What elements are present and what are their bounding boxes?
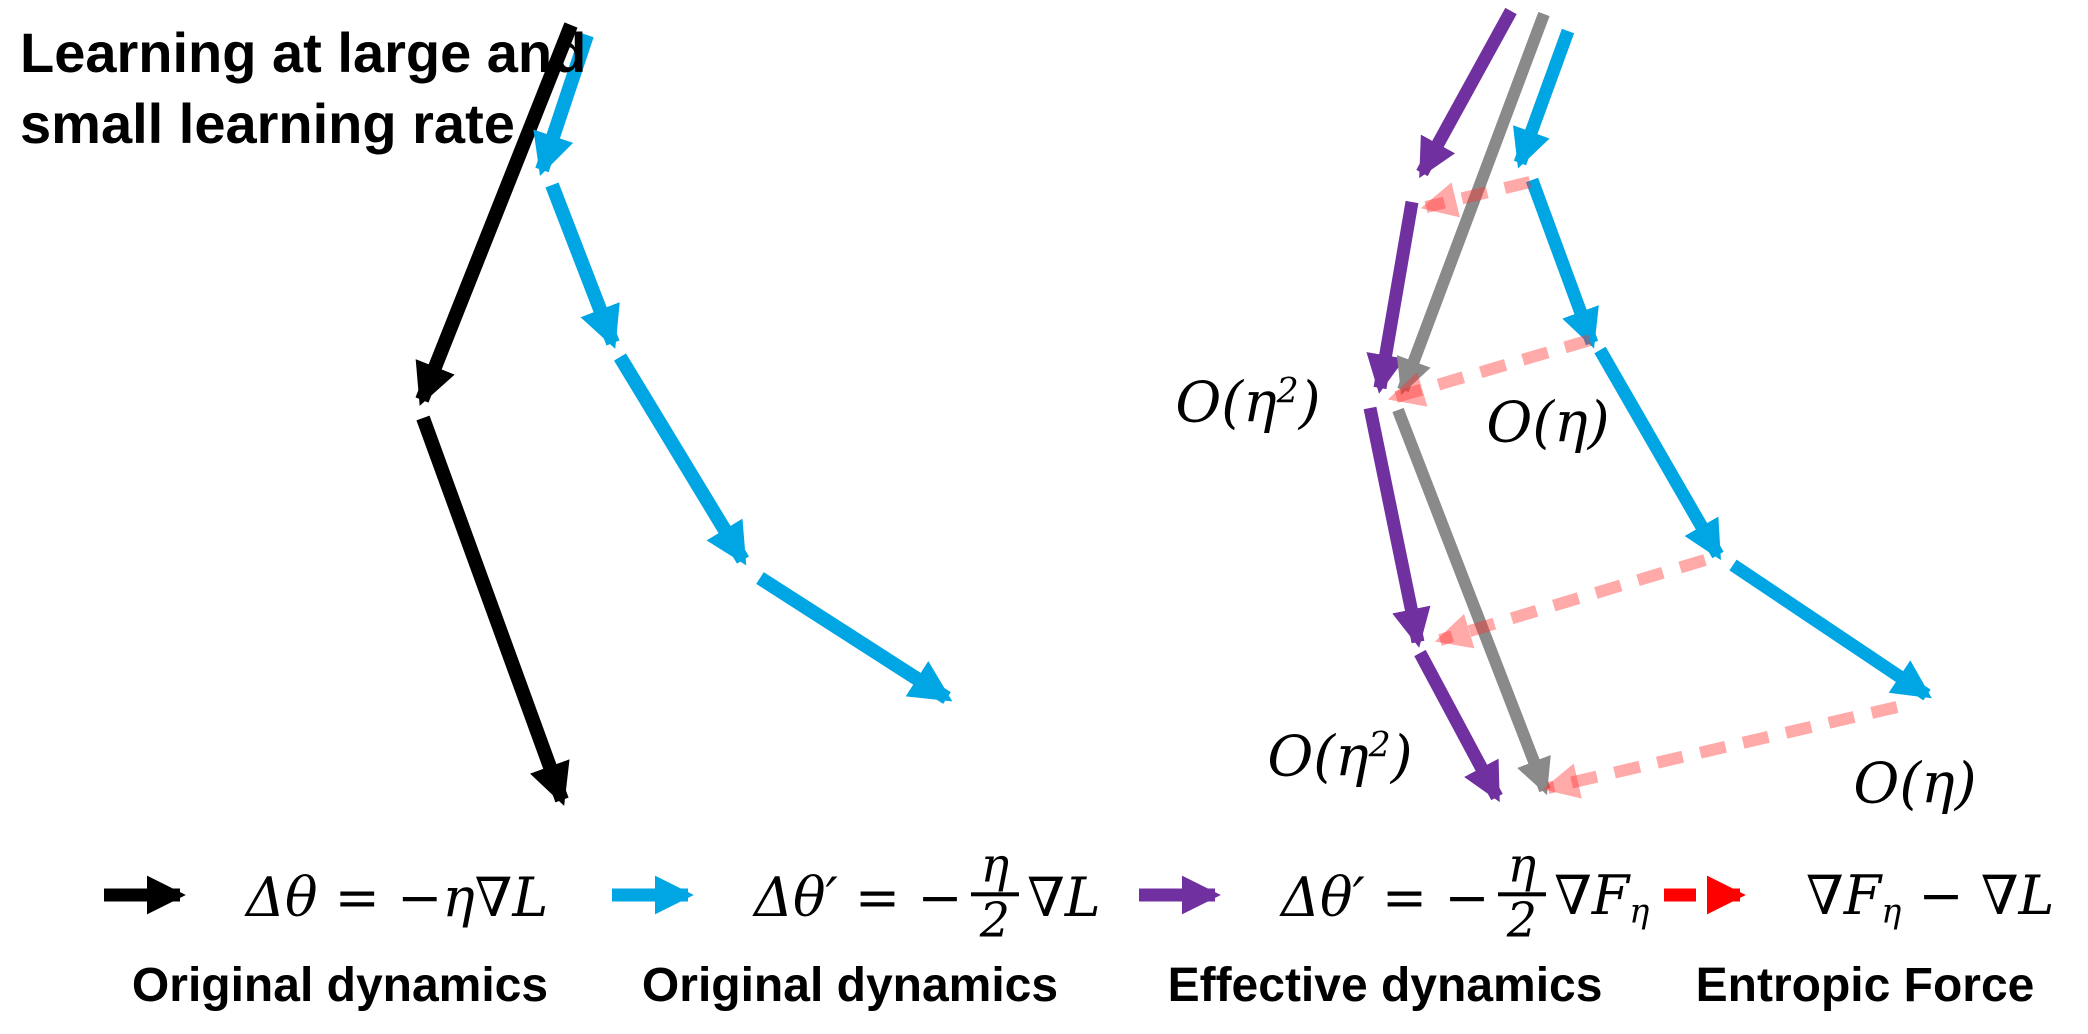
formula-rhs-main: ∇F xyxy=(1554,863,1630,927)
formula-rhs: ∇Fη xyxy=(1554,864,1649,930)
figure-title: Learning at large and small learning rat… xyxy=(20,18,586,159)
original-small-step-cyan-trajectory-segment-2 xyxy=(1525,177,1599,349)
original-large-step-gray-trajectory-segment-1 xyxy=(1396,11,1550,396)
formula-lhs: Δθ′ = − xyxy=(1281,865,1490,929)
large-lr-black-trajectory-segment-2 xyxy=(416,415,570,806)
fraction-denominator: 2 xyxy=(979,893,1010,949)
formula-lhs: Δθ′ = − xyxy=(754,865,963,929)
legend-caption: Original dynamics xyxy=(641,959,1059,1012)
legend-caption: Original dynamics xyxy=(131,959,549,1012)
black-arrow-icon xyxy=(100,872,218,923)
fraction-denominator: 2 xyxy=(1506,893,1537,949)
small-lr-cyan-trajectory-segment-4 xyxy=(756,572,953,704)
purple-arrow-icon xyxy=(1135,872,1253,923)
entropic-force-pink-dashed-segment-2 xyxy=(1387,334,1592,407)
original-small-step-cyan-trajectory-segment-4 xyxy=(1729,559,1932,701)
effective-dynamics-purple-trajectory-segment-2 xyxy=(1366,200,1419,394)
formula-post: − ∇L xyxy=(1901,863,2055,927)
legend-formula: Δθ = −η∇L xyxy=(246,866,548,929)
original-small-step-cyan-trajectory-segment-1 xyxy=(1513,28,1575,169)
formula-rhs-subscript: η xyxy=(1629,891,1650,931)
formula-fraction: η 2 xyxy=(1497,843,1547,949)
effective-dynamics-purple-trajectory-segment-3 xyxy=(1363,406,1431,648)
legend-caption: Entropic Force xyxy=(1695,959,2035,1012)
legend-caption: Effective dynamics xyxy=(1167,959,1603,1012)
original-large-step-gray-trajectory-segment-2 xyxy=(1392,407,1551,796)
order-label-1: O(η2) xyxy=(1175,370,1321,436)
red-dashed-arrow-icon xyxy=(1660,872,1778,923)
figure-title-line1: Learning at large and xyxy=(20,21,587,84)
effective-dynamics-purple-trajectory-segment-1 xyxy=(1416,7,1517,179)
order-label-2: O(η) xyxy=(1486,390,1610,456)
formula-text: ∇Fη − ∇L xyxy=(1806,864,2054,930)
order-label-4: O(η) xyxy=(1853,751,1977,817)
small-lr-cyan-trajectory-segment-3 xyxy=(614,353,749,566)
legend-formula: Δθ′ = − η 2 ∇L xyxy=(754,843,1101,949)
fraction-numerator: η xyxy=(1497,843,1547,897)
formula-text: Δθ = −η∇L xyxy=(246,865,549,929)
entropic-force-pink-dashed-segment-4 xyxy=(1542,701,1899,799)
legend-row: Δθ = −η∇L xyxy=(100,840,548,954)
order-label-3: O(η2) xyxy=(1267,724,1413,790)
small-lr-cyan-trajectory-segment-1 xyxy=(533,32,594,176)
legend-row: Δθ′ = − η 2 ∇L xyxy=(608,840,1101,954)
cyan-arrow-icon xyxy=(608,872,726,923)
fraction-numerator: η xyxy=(970,843,1020,897)
legend-formula: ∇Fη − ∇L xyxy=(1806,864,2054,930)
formula-pre: ∇F xyxy=(1806,863,1882,927)
formula-subscript: η xyxy=(1881,891,1902,931)
figure-title-line2: small learning rate xyxy=(20,91,515,155)
legend-formula: Δθ′ = − η 2 ∇Fη xyxy=(1281,843,1649,949)
formula-fraction: η 2 xyxy=(970,843,1020,949)
effective-dynamics-purple-trajectory-segment-4 xyxy=(1414,649,1503,803)
formula-rhs: ∇L xyxy=(1027,865,1101,929)
legend-row: ∇Fη − ∇L xyxy=(1660,840,2054,954)
small-lr-cyan-trajectory-segment-2 xyxy=(545,182,620,349)
entropic-force-pink-dashed-segment-1 xyxy=(1420,176,1532,218)
original-small-step-cyan-trajectory-segment-3 xyxy=(1594,346,1724,561)
large-lr-black-trajectory-segment-1 xyxy=(415,22,578,406)
legend-row: Δθ′ = − η 2 ∇Fη xyxy=(1135,840,1649,954)
entropic-force-pink-dashed-segment-3 xyxy=(1434,554,1707,649)
